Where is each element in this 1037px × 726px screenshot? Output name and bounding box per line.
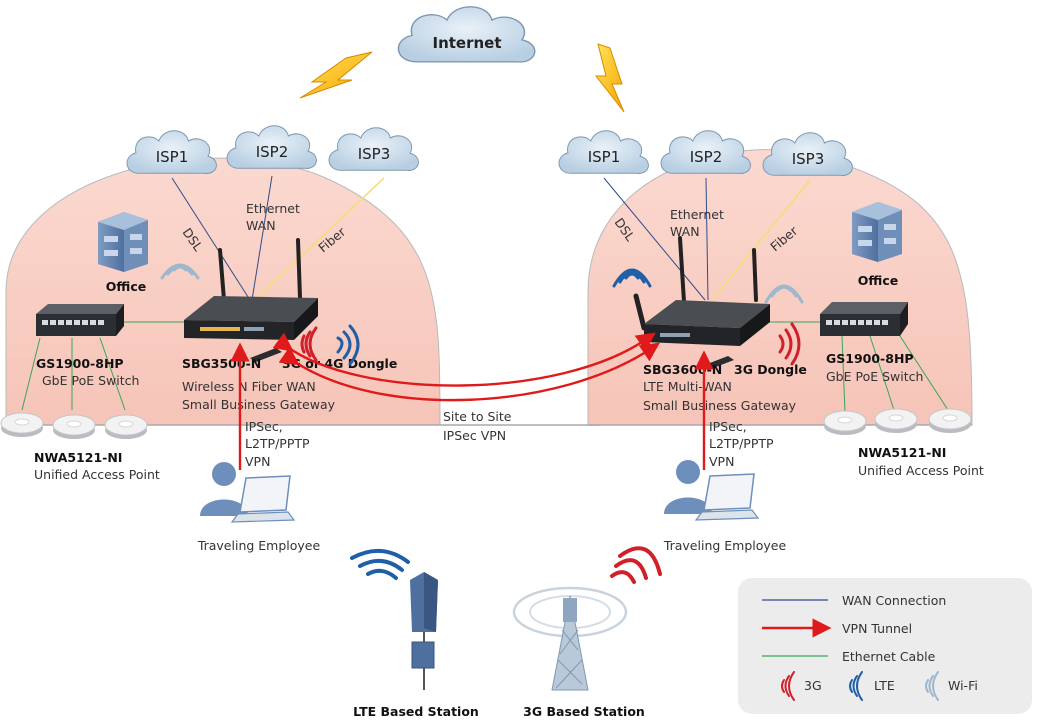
left-office-building-icon (98, 212, 148, 272)
internet-label: Internet (432, 34, 501, 52)
tunnel-label-line1: Site to Site (443, 409, 512, 424)
right-fiber-line (711, 179, 811, 301)
legend-wan-label: WAN Connection (842, 593, 946, 608)
left-switch-model-label: GS1900-8HP (36, 356, 124, 371)
left-gateway-model-label: SBG3500-N (182, 356, 261, 371)
left-employee-label: Traveling Employee (197, 538, 321, 553)
left-ethernet-wan-line (251, 175, 273, 301)
left-access-point-1-icon (0, 412, 44, 438)
lte-station-signal-icon (350, 549, 410, 580)
lightning-bolt-left (299, 51, 373, 99)
right-vpn-label-line2: L2TP/PPTP (709, 436, 774, 451)
right-isp1-label: ISP1 (588, 148, 621, 166)
left-ethernet-label: Ethernet (246, 201, 300, 216)
right-isp2-label: ISP2 (690, 148, 723, 166)
right-gateway-model-label: SBG3600-N (643, 362, 722, 377)
left-vpn-label-line1: IPSec, (245, 419, 283, 434)
site-to-site-vpn-tunnel-lower (278, 342, 660, 402)
right-switch-desc-label: GbE PoE Switch (826, 369, 923, 384)
right-access-point-2-icon (874, 408, 918, 434)
right-lte-signal-icon (612, 268, 652, 288)
right-ap-model-label: NWA5121-NI (858, 445, 946, 460)
right-ethernet-label: Ethernet (670, 207, 724, 222)
left-poe-switch-icon (36, 304, 124, 336)
right-ap-desc-label: Unified Access Point (858, 463, 984, 478)
left-switch-desc-label: GbE PoE Switch (42, 373, 139, 388)
lte-station-label: LTE Based Station (353, 704, 479, 719)
right-isp3-label: ISP3 (792, 150, 825, 168)
right-employee-label: Traveling Employee (663, 538, 787, 553)
right-ap3-cable (899, 335, 949, 411)
left-ap1-cable (21, 337, 41, 411)
legend-wifi-label: Wi-Fi (948, 678, 978, 693)
right-dsl-line (603, 177, 706, 301)
tunnel-label-line2: IPSec VPN (443, 428, 506, 443)
left-gateway-desc1-label: Wireless N Fiber WAN (182, 379, 316, 394)
left-access-point-2-icon (52, 414, 96, 440)
right-gateway-desc2-label: Small Business Gateway (643, 398, 797, 413)
legend-wifi-icon (925, 671, 939, 701)
right-vpn-label-line1: IPSec, (709, 419, 747, 434)
right-access-point-1-icon (823, 410, 867, 436)
left-access-point-3-icon (104, 414, 148, 440)
right-vpn-label-line3: VPN (709, 454, 734, 469)
left-fiber-line (254, 177, 385, 301)
left-isp1-label: ISP1 (156, 148, 189, 166)
legend-lte-label: LTE (874, 678, 895, 693)
legend: WAN Connection VPN Tunnel Ethernet Cable… (738, 578, 1032, 714)
legend-ethernet-label: Ethernet Cable (842, 649, 936, 664)
legend-3g-label: 3G (804, 678, 822, 693)
3g-base-station-icon (512, 586, 628, 691)
left-ap3-cable (99, 337, 126, 411)
left-ap-desc-label: Unified Access Point (34, 467, 160, 482)
right-wan-label: WAN (670, 224, 700, 239)
right-ap2-cable (869, 335, 895, 411)
left-office-label: Office (106, 279, 146, 294)
left-wifi-signal-icon (160, 263, 200, 280)
left-gateway-router-icon (184, 238, 318, 340)
right-ethernet-wan-line (705, 177, 709, 301)
3g-station-signal-icon (610, 546, 662, 584)
right-dongle-label: 3G Dongle (734, 362, 807, 377)
legend-3g-icon (781, 671, 795, 701)
right-wifi-signal-icon (764, 284, 804, 304)
left-dsl-line (171, 177, 251, 301)
left-ap-model-label: NWA5121-NI (34, 450, 122, 465)
legend-lte-icon (849, 671, 863, 701)
left-isp3-label: ISP3 (358, 145, 391, 163)
left-vpn-label-line3: VPN (245, 454, 270, 469)
right-ap1-cable (841, 335, 846, 413)
right-access-point-3-icon (928, 408, 972, 434)
legend-vpn-label: VPN Tunnel (842, 621, 912, 636)
right-office-building-icon (852, 202, 902, 262)
left-isp2-label: ISP2 (256, 143, 289, 161)
3g-station-label: 3G Based Station (523, 704, 645, 719)
right-poe-switch-icon (820, 302, 908, 336)
right-switch-model-label: GS1900-8HP (826, 351, 914, 366)
left-traveling-employee-icon (200, 462, 296, 523)
left-vpn-label-line2: L2TP/PPTP (245, 436, 310, 451)
right-gateway-router-icon (633, 236, 770, 346)
left-wan-label: WAN (246, 218, 276, 233)
right-office-label: Office (858, 273, 898, 288)
lte-base-station-icon (410, 572, 438, 690)
right-3g-signal-icon (778, 322, 801, 366)
lightning-bolt-right (594, 43, 625, 113)
left-gateway-desc2-label: Small Business Gateway (182, 397, 336, 412)
right-traveling-employee-icon (664, 460, 760, 521)
right-gateway-desc1-label: LTE Multi-WAN (643, 379, 732, 394)
